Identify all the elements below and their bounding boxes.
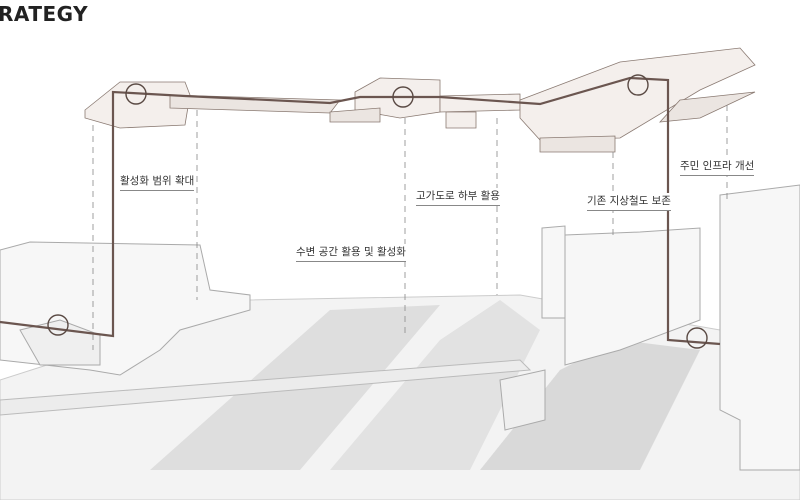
rail-corridor — [480, 340, 700, 470]
label-expand-activation: 활성화 범위 확대 — [120, 173, 195, 191]
node-circle — [627, 74, 649, 96]
elevated-structures — [84, 47, 756, 153]
label-resident-infra: 주민 인프라 개선 — [680, 158, 755, 176]
river-channel-2 — [330, 300, 540, 470]
node-circle — [47, 314, 69, 336]
node-markers — [47, 74, 708, 349]
node-circle — [125, 83, 147, 105]
label-railway-preserve: 기존 지상철도 보존 — [587, 193, 671, 211]
label-waterfront: 수변 공간 활용 및 활성화 — [296, 244, 406, 262]
node-circle — [392, 86, 414, 108]
right-buildings — [499, 184, 800, 471]
activation-route — [0, 76, 721, 346]
label-underpass-use: 고가도로 하부 활용 — [416, 188, 500, 206]
overpass-road — [0, 359, 532, 416]
node-circle — [686, 327, 708, 349]
diagram-title: RATEGY — [0, 2, 89, 26]
